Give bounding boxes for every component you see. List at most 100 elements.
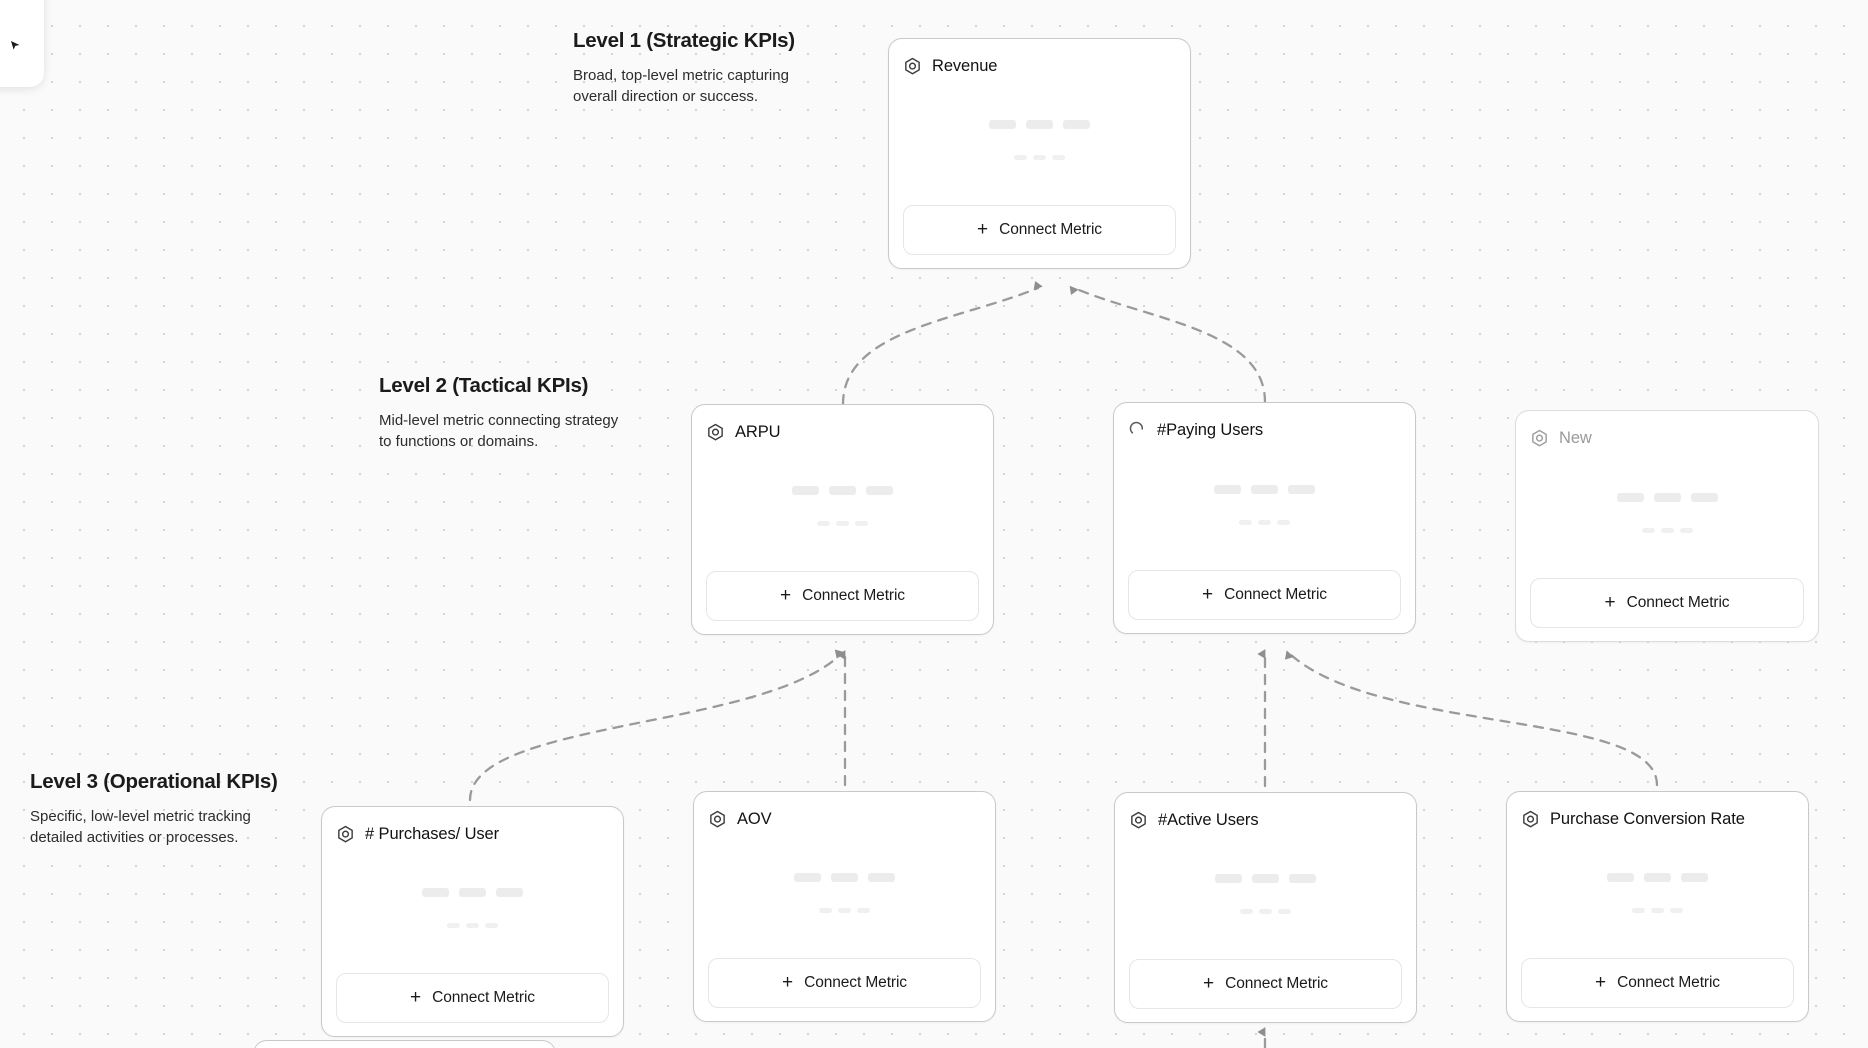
skeleton-row-primary [1607,873,1708,882]
skeleton-row-secondary [1240,909,1291,914]
metric-card-paying-users[interactable]: #Paying Users + Connect Metric [1113,402,1416,634]
connect-metric-label: Connect Metric [432,989,535,1006]
connect-metric-button[interactable]: + Connect Metric [336,973,609,1023]
plus-icon: + [1203,972,1215,994]
connect-metric-button[interactable]: + Connect Metric [1128,570,1401,620]
connect-metric-button[interactable]: + Connect Metric [903,205,1176,255]
skeleton-bar [1014,155,1027,160]
metric-card-bottom-partial[interactable] [253,1040,556,1048]
metric-card-active-users[interactable]: #Active Users + Connect Metric [1114,792,1417,1023]
skeleton-bar [794,873,821,882]
skeleton-bar [1277,519,1290,525]
edge-conversion-to-paying-users [1284,650,1659,787]
connect-metric-button[interactable]: + Connect Metric [708,958,981,1008]
metric-hexagon-icon [336,825,355,844]
card-header: # Purchases/ User [336,821,609,847]
skeleton-row-primary [989,120,1090,129]
skeleton-bar [1240,909,1253,914]
skeleton-bar [1063,120,1090,129]
metric-card-title: # Purchases/ User [365,824,500,843]
plus-icon: + [1604,591,1616,613]
metric-hexagon-icon [706,423,725,442]
skeleton-bar [1660,527,1674,533]
metric-card-aov[interactable]: AOV + Connect Metric [693,791,996,1022]
metric-skeleton-body [1128,443,1401,570]
skeleton-bar [792,486,819,495]
skeleton-bar [1690,492,1718,502]
card-header: Revenue [903,53,1176,79]
skeleton-row-primary [792,486,893,495]
skeleton-bar [459,888,486,897]
skeleton-bar [1033,155,1046,160]
metric-skeleton-body [1530,451,1804,578]
skeleton-bar [485,923,498,928]
skeleton-bar [1052,155,1065,160]
skeleton-bar [836,521,849,526]
metric-card-arpu[interactable]: ARPU + Connect Metric [691,404,994,635]
edge-purchases-to-arpu [468,649,844,802]
skeleton-bar [1644,873,1671,882]
skeleton-bar [1251,484,1278,494]
plus-icon: + [410,986,422,1008]
plus-icon: + [780,584,792,606]
level-3-label-group: Level 3 (Operational KPIs) Specific, low… [30,769,280,848]
connect-metric-button[interactable]: + Connect Metric [1129,959,1402,1009]
card-header: #Active Users [1129,807,1402,833]
metric-card-title: Revenue [932,56,998,75]
metric-skeleton-body [706,445,979,571]
connect-metric-label: Connect Metric [1617,974,1720,991]
metric-card-title: ARPU [735,422,781,441]
skeleton-bar [1239,519,1252,525]
metric-card-new[interactable]: New + Connect Metric [1515,410,1819,642]
skeleton-bar [1632,908,1645,913]
skeleton-bar [1278,909,1291,914]
skeleton-row-primary [422,888,523,897]
skeleton-bar [1252,874,1279,883]
floating-corner-panel[interactable] [0,0,44,87]
metric-skeleton-body [708,832,981,958]
skeleton-row-secondary [1239,519,1290,525]
level-1-description: Broad, top-level metric capturing overal… [573,66,789,105]
plus-icon: + [1202,583,1214,605]
metric-card-purchases-per-user[interactable]: # Purchases/ User + Connect Metric [321,806,624,1037]
skeleton-bar [1681,873,1708,882]
connect-metric-button[interactable]: + Connect Metric [1530,578,1804,628]
card-header: #Paying Users [1128,417,1401,443]
skeleton-bar [1670,908,1683,913]
connect-metric-label: Connect Metric [1225,975,1328,992]
card-header: AOV [708,806,981,832]
metric-hexagon-icon [708,810,727,829]
connect-metric-label: Connect Metric [1224,586,1327,603]
connect-metric-label: Connect Metric [999,221,1102,238]
metric-hexagon-icon [903,57,922,76]
skeleton-row-secondary [1632,908,1683,913]
skeleton-bar [422,888,449,897]
metric-hexagon-icon [1129,811,1148,830]
skeleton-row-secondary [1641,527,1693,533]
skeleton-bar [496,888,523,897]
skeleton-bar [857,908,870,913]
metric-card-purchase-conversion-rate[interactable]: Purchase Conversion Rate + Connect Metri… [1506,791,1809,1022]
skeleton-bar [1641,527,1655,533]
level-3-title: Level 3 (Operational KPIs) [30,770,278,793]
metric-card-title: #Paying Users [1157,420,1263,439]
metric-card-title: New [1559,428,1592,447]
connect-metric-button[interactable]: + Connect Metric [706,571,979,621]
level-1-title: Level 1 (Strategic KPIs) [573,29,795,52]
level-2-title: Level 2 (Tactical KPIs) [379,374,589,397]
plus-icon: + [977,218,989,240]
metric-card-revenue[interactable]: Revenue + Connect Metric [888,38,1191,269]
connect-metric-button[interactable]: + Connect Metric [1521,958,1794,1008]
skeleton-bar [466,923,479,928]
skeleton-bar [817,521,830,526]
card-header: New [1530,425,1804,451]
connect-metric-label: Connect Metric [804,974,907,991]
skeleton-bar [1616,492,1644,502]
plus-icon: + [782,971,794,993]
edge-arpu-to-revenue [841,280,1043,406]
metric-card-title: Purchase Conversion Rate [1550,809,1745,828]
metric-skeleton-body [336,847,609,973]
skeleton-row-primary [1215,874,1316,883]
skeleton-bar [1607,873,1634,882]
